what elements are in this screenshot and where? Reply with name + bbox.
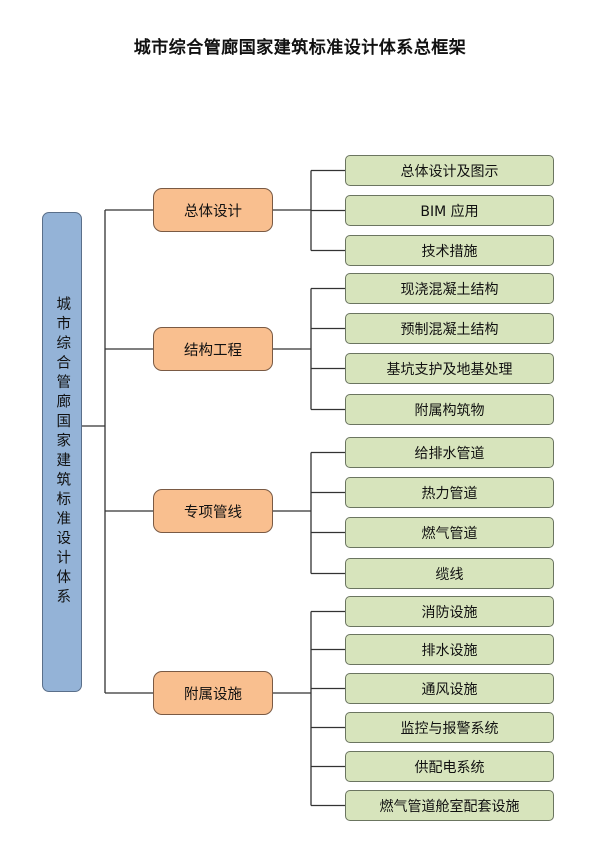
leaf-node: 基坑支护及地基处理 bbox=[345, 353, 554, 384]
leaf-node: 给排水管道 bbox=[345, 437, 554, 468]
root-node-label: 城市综合管廊国家建筑标准设计体系 bbox=[54, 296, 71, 608]
leaf-node: 现浇混凝土结构 bbox=[345, 273, 554, 304]
leaf-node: 缆线 bbox=[345, 558, 554, 589]
leaf-node: BIM 应用 bbox=[345, 195, 554, 226]
leaf-node: 技术措施 bbox=[345, 235, 554, 266]
root-node: 城市综合管廊国家建筑标准设计体系 bbox=[42, 212, 82, 692]
leaf-node: 消防设施 bbox=[345, 596, 554, 627]
leaf-node: 预制混凝土结构 bbox=[345, 313, 554, 344]
category-node-structural-engineering: 结构工程 bbox=[153, 327, 273, 371]
leaf-node: 热力管道 bbox=[345, 477, 554, 508]
leaf-node: 燃气管道舱室配套设施 bbox=[345, 790, 554, 821]
leaf-node: 供配电系统 bbox=[345, 751, 554, 782]
leaf-node: 燃气管道 bbox=[345, 517, 554, 548]
category-node-special-pipelines: 专项管线 bbox=[153, 489, 273, 533]
leaf-node: 附属构筑物 bbox=[345, 394, 554, 425]
leaf-node: 排水设施 bbox=[345, 634, 554, 665]
diagram-title: 城市综合管廊国家建筑标准设计体系总框架 bbox=[133, 38, 467, 58]
category-node-auxiliary-facilities: 附属设施 bbox=[153, 671, 273, 715]
leaf-node: 监控与报警系统 bbox=[345, 712, 554, 743]
leaf-node: 通风设施 bbox=[345, 673, 554, 704]
leaf-node: 总体设计及图示 bbox=[345, 155, 554, 186]
category-node-overall-design: 总体设计 bbox=[153, 188, 273, 232]
